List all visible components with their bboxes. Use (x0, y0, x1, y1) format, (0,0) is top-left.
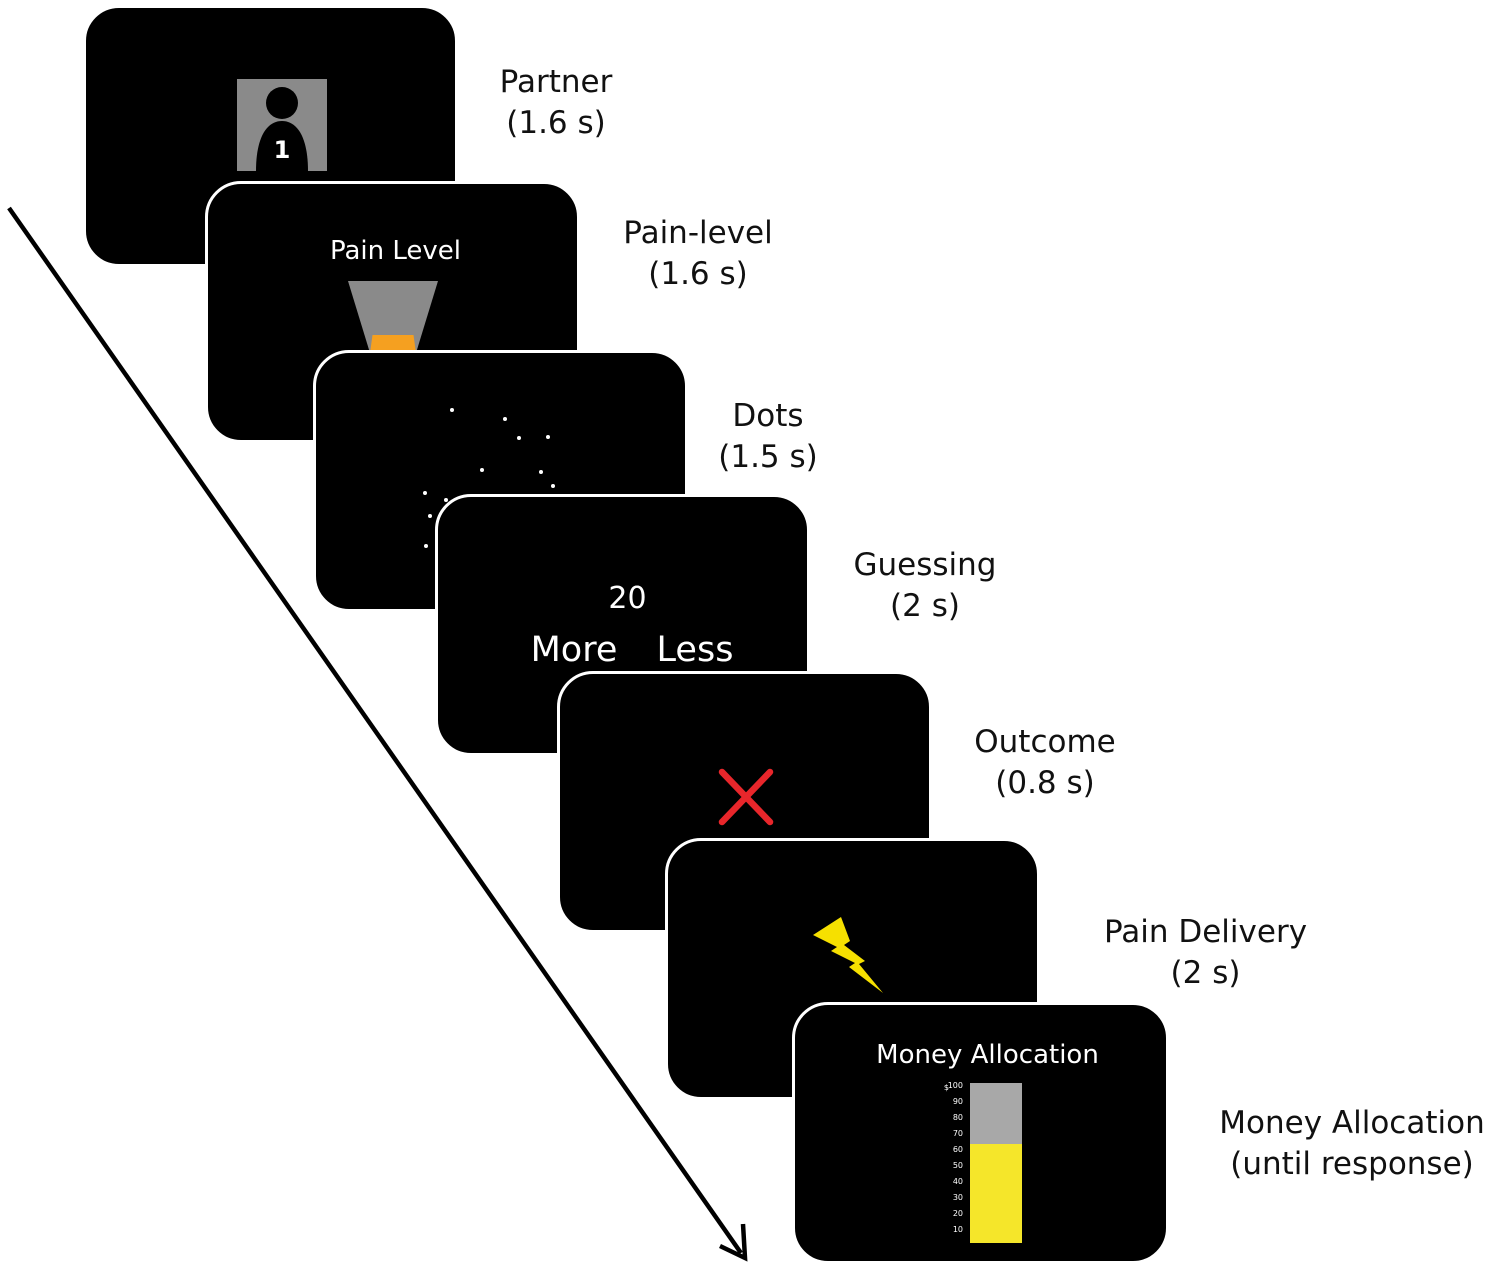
scale-tick-label: 50 (952, 1161, 963, 1170)
scale-tick-label: 70 (952, 1129, 963, 1138)
dot (517, 436, 521, 440)
currency-symbol: $ (943, 1083, 949, 1092)
scale-tick-label: 60 (952, 1145, 963, 1154)
red-x-icon (718, 768, 774, 826)
person-silhouette-icon (237, 79, 327, 171)
scale-tick-label: 20 (952, 1209, 963, 1218)
stage-label-pain-level: Pain-level(1.6 s) (623, 215, 773, 292)
stage-label-money-allocation: Money Allocation(until response) (1219, 1105, 1485, 1182)
dot (423, 491, 427, 495)
money-bar-fill (970, 1143, 1022, 1243)
dot (503, 417, 507, 421)
stage-label-outcome: Outcome(0.8 s) (974, 724, 1116, 801)
scale-tick-label: 30 (952, 1193, 963, 1202)
dot (444, 498, 448, 502)
pain-level-title: Pain Level (329, 236, 462, 266)
scale-tick-label: 90 (952, 1097, 963, 1106)
money-allocation-screen: Money Allocation $ 100 90 80 70 60 50 40 30 20 10 (792, 1002, 1169, 1264)
stage-label-dots: Dots(1.5 s) (718, 398, 818, 475)
scale-tick-label: 100 (947, 1081, 963, 1090)
guess-number: 20 (608, 581, 647, 616)
dot (428, 514, 432, 518)
lightning-bolt-icon (813, 917, 883, 993)
funnel-gauge-icon (348, 281, 438, 353)
stage-label-guessing: Guessing(2 s) (853, 547, 997, 624)
scale-tick-label: 80 (952, 1113, 963, 1122)
dot (424, 544, 428, 548)
dot (480, 468, 484, 472)
money-bar (970, 1083, 1022, 1243)
dot-array (423, 408, 555, 548)
option-less: Less (656, 630, 734, 670)
dot (450, 408, 454, 412)
scale-tick-label: 40 (952, 1177, 963, 1186)
scale-tick-label: 10 (952, 1225, 963, 1234)
option-more: More (530, 630, 618, 670)
stage-label-partner: Partner(1.6 s) (499, 64, 613, 141)
stage-label-pain-delivery: Pain Delivery(2 s) (1103, 914, 1308, 991)
partner-number: 1 (273, 136, 291, 164)
dot (539, 470, 543, 474)
money-allocation-title: Money Allocation (876, 1040, 1099, 1070)
dot (546, 435, 550, 439)
dot (551, 484, 555, 488)
